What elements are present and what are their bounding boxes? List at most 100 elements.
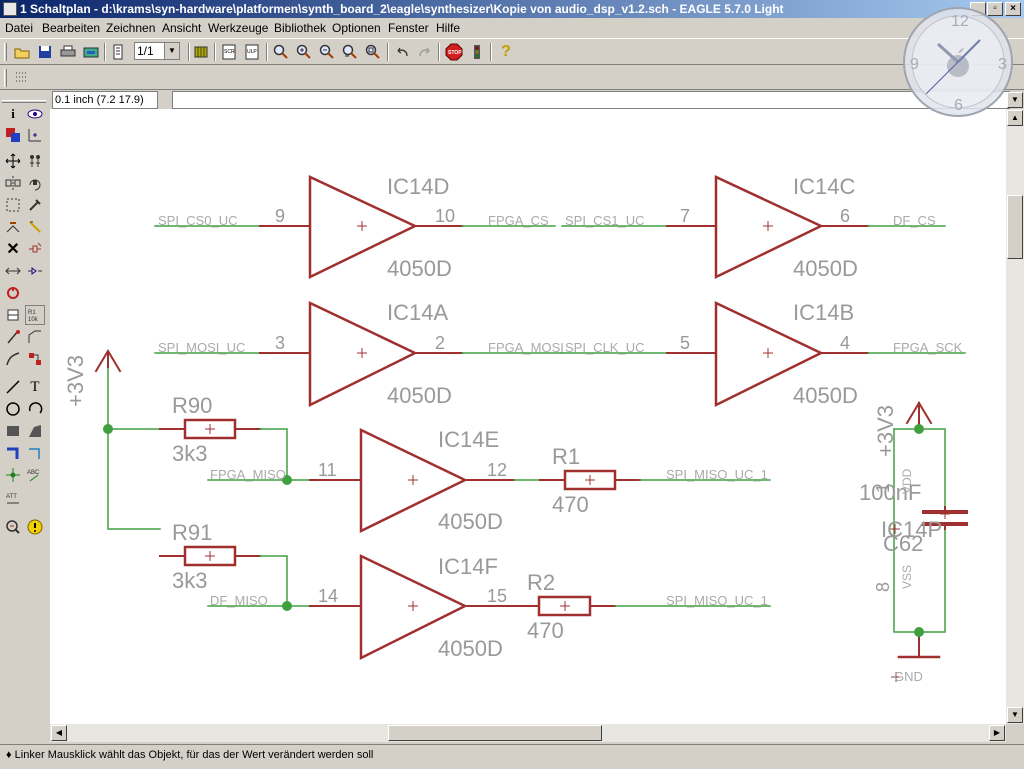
ic14c-name: IC14C <box>793 174 855 199</box>
menu-bibliothek[interactable]: Bibliothek <box>274 21 327 35</box>
wire-icon[interactable] <box>3 377 23 397</box>
command-history-dropdown[interactable]: ▼ <box>1007 92 1023 108</box>
show-icon[interactable] <box>25 104 45 124</box>
apple-logo-icon <box>947 48 969 77</box>
menu-ansicht[interactable]: Ansicht <box>162 21 202 35</box>
arc-icon[interactable] <box>25 399 45 419</box>
menu-werkzeuge[interactable]: Werkzeuge <box>208 21 269 35</box>
vertical-scroll-thumb[interactable] <box>1007 195 1023 259</box>
bus-icon[interactable] <box>3 443 23 463</box>
display-icon[interactable] <box>3 125 23 145</box>
command-input[interactable] <box>172 91 1010 109</box>
svg-text:R1: R1 <box>28 310 36 316</box>
redraw-icon[interactable] <box>340 42 360 62</box>
ulp-icon[interactable]: ULP <box>242 42 262 62</box>
split-icon[interactable] <box>3 305 23 325</box>
toolbar-separator <box>104 43 106 61</box>
rotate-icon[interactable] <box>25 173 45 193</box>
restore-button[interactable]: ▫ <box>987 2 1003 16</box>
sheet-icon[interactable] <box>108 42 128 62</box>
menu-hilfe[interactable]: Hilfe <box>436 21 461 35</box>
toolbar-separator <box>438 43 440 61</box>
label-icon[interactable]: ABC <box>25 465 45 485</box>
horizontal-scroll-thumb[interactable] <box>388 725 602 741</box>
save-icon[interactable] <box>35 42 55 62</box>
schematic-canvas[interactable]: IC14D 4050D IC14C 4050D IC14A 4050D IC14… <box>50 109 1006 724</box>
script-icon[interactable]: SCR <box>219 42 239 62</box>
scroll-up-button[interactable]: ▲ <box>1007 110 1023 126</box>
change-icon[interactable] <box>25 195 45 215</box>
scroll-down-button[interactable]: ▼ <box>1007 707 1023 723</box>
circle-icon[interactable] <box>3 399 23 419</box>
polygon-icon[interactable] <box>25 421 45 441</box>
paste-icon[interactable] <box>3 217 23 237</box>
ic14f-value: 4050D <box>438 636 503 661</box>
menu-optionen[interactable]: Optionen <box>332 21 381 35</box>
info-icon[interactable]: i <box>11 106 15 121</box>
copy-icon[interactable] <box>25 151 45 171</box>
vertical-scrollbar[interactable]: ▲ ▼ <box>1006 109 1024 724</box>
ic14f-name: IC14F <box>438 554 498 579</box>
board-icon[interactable] <box>191 42 211 62</box>
close-button[interactable]: × <box>1005 2 1021 16</box>
pin-number: 8 <box>873 582 893 592</box>
title-bar[interactable]: 1 Schaltplan - d:\krams\syn-hardware\pla… <box>0 0 1024 18</box>
mirror-icon[interactable] <box>3 173 23 193</box>
replace-icon[interactable] <box>3 283 23 303</box>
miter-icon[interactable] <box>25 327 45 347</box>
text-icon[interactable]: T <box>30 378 40 395</box>
zoom-in-icon[interactable] <box>294 42 314 62</box>
toolbar-separator <box>490 43 492 61</box>
scroll-left-button[interactable]: ◀ <box>51 725 67 741</box>
pin-number: 4 <box>840 333 850 353</box>
go-icon[interactable] <box>467 42 487 62</box>
add-icon[interactable] <box>25 239 45 259</box>
print-icon[interactable] <box>58 42 78 62</box>
delete-icon[interactable]: ✕ <box>6 241 20 258</box>
scroll-right-button[interactable]: ▶ <box>989 725 1005 741</box>
gateswap-icon[interactable] <box>25 261 45 281</box>
menu-bearbeiten[interactable]: Bearbeiten <box>42 21 101 35</box>
zoom-out-icon[interactable] <box>317 42 337 62</box>
toolbar-grip[interactable] <box>4 69 7 87</box>
grid-icon[interactable] <box>12 67 32 87</box>
help-icon[interactable]: ? <box>501 43 511 60</box>
mark-icon[interactable] <box>25 125 45 145</box>
chevron-down-icon[interactable]: ▼ <box>164 43 179 59</box>
smash-icon[interactable] <box>3 327 23 347</box>
right-supply-label: +3V3 <box>873 405 898 457</box>
horizontal-scrollbar[interactable]: ◀ ▶ <box>50 724 1006 742</box>
menu-datei[interactable]: Datei <box>5 21 34 35</box>
open-icon[interactable] <box>12 42 32 62</box>
sheet-select-value: 1/1 <box>137 44 154 58</box>
value-icon[interactable] <box>25 217 45 237</box>
invoke-icon[interactable] <box>25 349 45 369</box>
split-wire-icon[interactable] <box>3 349 23 369</box>
undo-icon[interactable] <box>392 42 412 62</box>
pin-number: 15 <box>487 586 507 606</box>
pinswap-icon[interactable] <box>3 261 23 281</box>
redo-icon[interactable] <box>415 42 435 62</box>
attribute-icon[interactable]: ATT <box>3 489 23 509</box>
c62-name: C62 <box>883 531 923 556</box>
clock-widget[interactable]: 12 3 6 9 <box>902 6 1014 118</box>
rect-icon[interactable] <box>3 421 23 441</box>
pin-number: 10 <box>435 206 455 226</box>
erc-icon[interactable] <box>3 517 23 537</box>
clock-numeral: 9 <box>910 56 919 73</box>
sheet-select[interactable]: 1/1 ▼ <box>134 42 180 60</box>
move-icon[interactable] <box>3 151 23 171</box>
junction-icon[interactable] <box>3 465 23 485</box>
zoom-fit-icon[interactable] <box>271 42 291 62</box>
errors-icon[interactable] <box>25 517 45 537</box>
menu-zeichnen[interactable]: Zeichnen <box>106 21 156 35</box>
net-icon[interactable] <box>25 443 45 463</box>
stop-icon[interactable]: STOP <box>444 42 464 62</box>
group-icon[interactable] <box>3 195 23 215</box>
cam-icon[interactable] <box>81 42 101 62</box>
palette-grip[interactable] <box>2 100 46 103</box>
menu-fenster[interactable]: Fenster <box>388 21 429 35</box>
zoom-select-icon[interactable] <box>363 42 383 62</box>
toolbar-grip[interactable] <box>4 43 7 61</box>
